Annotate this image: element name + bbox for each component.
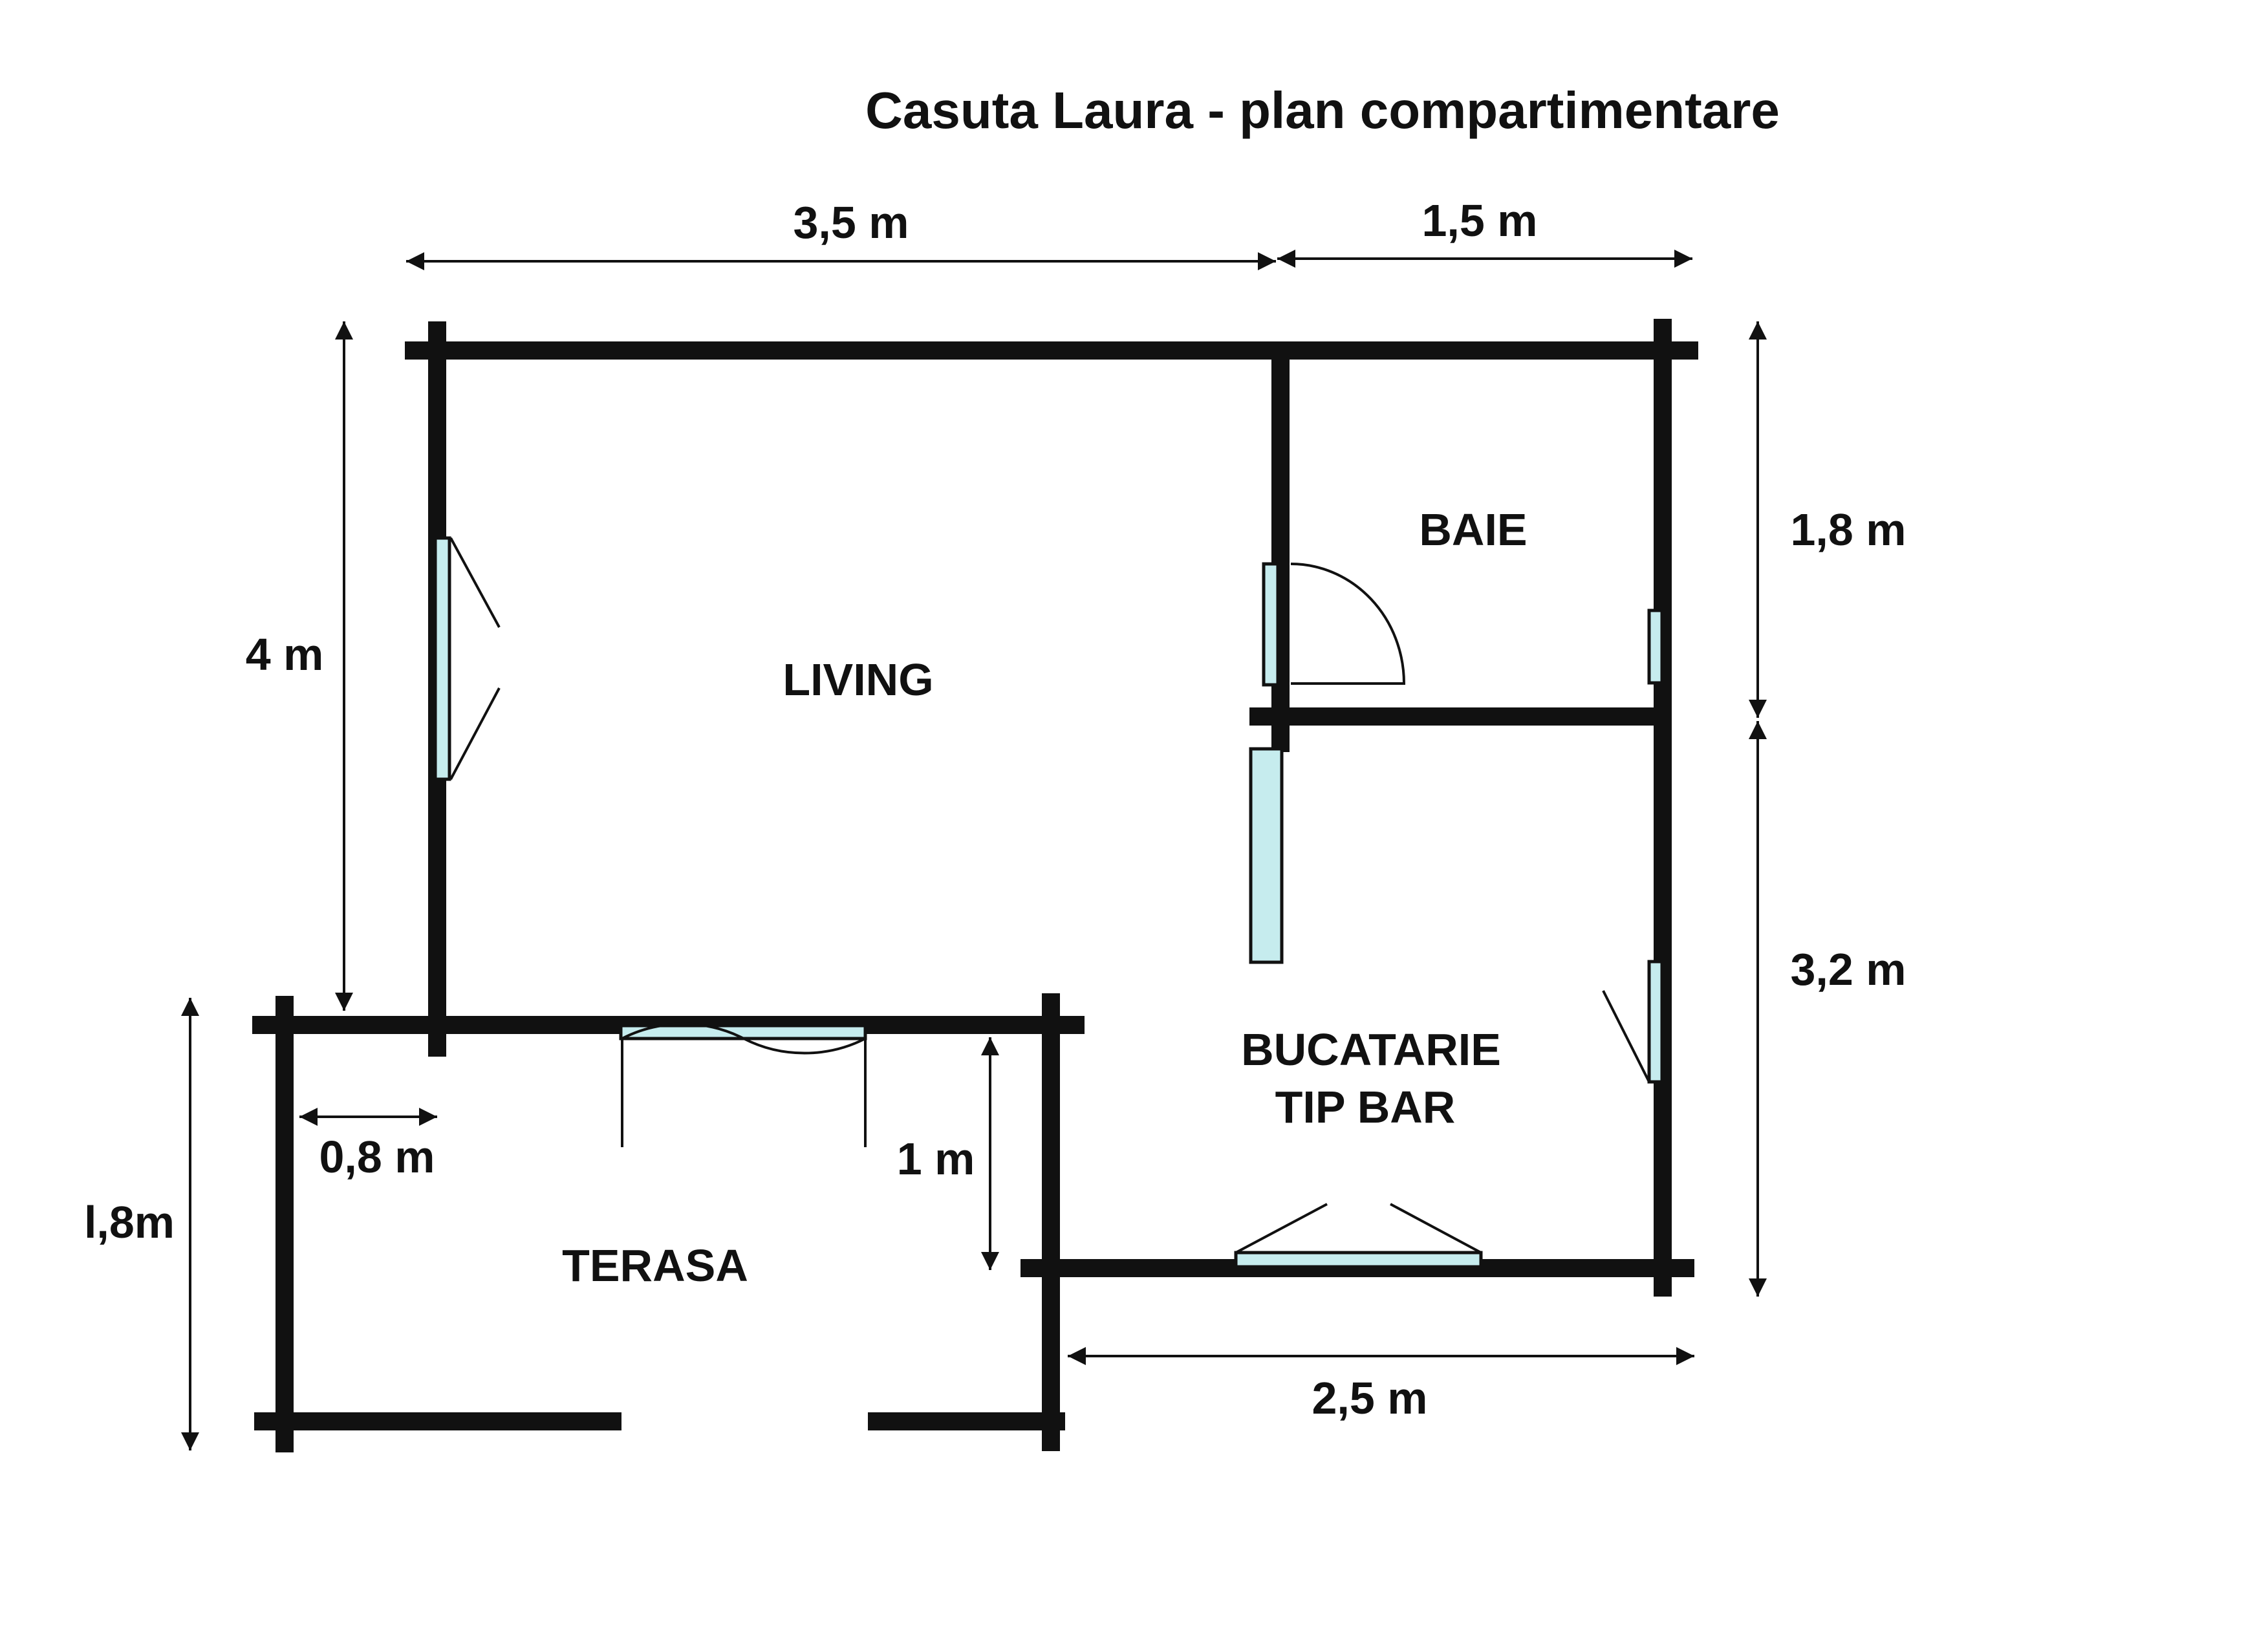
bathroom-window bbox=[1647, 609, 1664, 685]
wall-top bbox=[405, 341, 1698, 360]
wall-terrace-bottom-left bbox=[254, 1412, 621, 1430]
kitchen-window bbox=[1647, 960, 1664, 1084]
kitchen-bottom-window bbox=[1234, 1251, 1483, 1269]
wall-terrace-right bbox=[1042, 993, 1060, 1451]
kitchen-window-sash bbox=[1602, 990, 1650, 1083]
room-label-terrace: TERASA bbox=[562, 1240, 748, 1291]
terrace-door-swing-left bbox=[621, 1022, 744, 1147]
dim-label-top-left: 3,5 m bbox=[794, 197, 909, 248]
doors bbox=[619, 562, 1406, 1147]
wall-right bbox=[1654, 319, 1672, 1297]
walls bbox=[252, 319, 1698, 1452]
dim-label-terrace-offset: 0,8 m bbox=[319, 1132, 435, 1182]
wall-bathroom-bottom bbox=[1249, 707, 1663, 726]
dim-label-top-right: 1,5 m bbox=[1422, 195, 1538, 246]
dim-label-left-height: 4 m bbox=[246, 629, 324, 680]
dim-label-terrace-depth: 1 m bbox=[897, 1134, 975, 1184]
room-labels: LIVING BAIE BUCATARIE TIP BAR TERASA bbox=[562, 504, 1528, 1291]
wall-terrace-left bbox=[275, 996, 294, 1452]
plan-title: Casuta Laura - plan compartimentare bbox=[865, 81, 1780, 139]
living-window bbox=[433, 536, 451, 781]
bathroom-door-leaf bbox=[1262, 562, 1280, 687]
dim-label-right-upper: 1,8 m bbox=[1791, 504, 1906, 555]
glass-partition bbox=[1249, 747, 1284, 964]
kitchen-bottom-window-sash bbox=[1235, 1203, 1482, 1254]
dimension-lines bbox=[181, 250, 1767, 1450]
terrace-door-swing-right bbox=[743, 1036, 867, 1147]
dim-label-terrace-height: l,8m bbox=[84, 1197, 175, 1247]
wall-terrace-bottom-right bbox=[868, 1412, 1065, 1430]
windows bbox=[433, 536, 1664, 1269]
living-window-sash bbox=[449, 537, 501, 780]
room-label-living: LIVING bbox=[783, 654, 933, 705]
dimension-labels: 3,5 m 1,5 m 4 m 1,8 m 3,2 m 2,5 m l,8m 0… bbox=[84, 195, 1906, 1423]
dim-label-right-lower: 3,2 m bbox=[1791, 944, 1906, 995]
dim-label-bottom: 2,5 m bbox=[1312, 1373, 1428, 1423]
bathroom-door-swing bbox=[1290, 563, 1406, 685]
room-label-kitchen-line1: BUCATARIE bbox=[1241, 1024, 1501, 1075]
room-label-kitchen-line2: TIP BAR bbox=[1275, 1082, 1456, 1132]
wall-bathroom-left bbox=[1271, 349, 1290, 752]
room-label-bathroom: BAIE bbox=[1419, 504, 1527, 555]
